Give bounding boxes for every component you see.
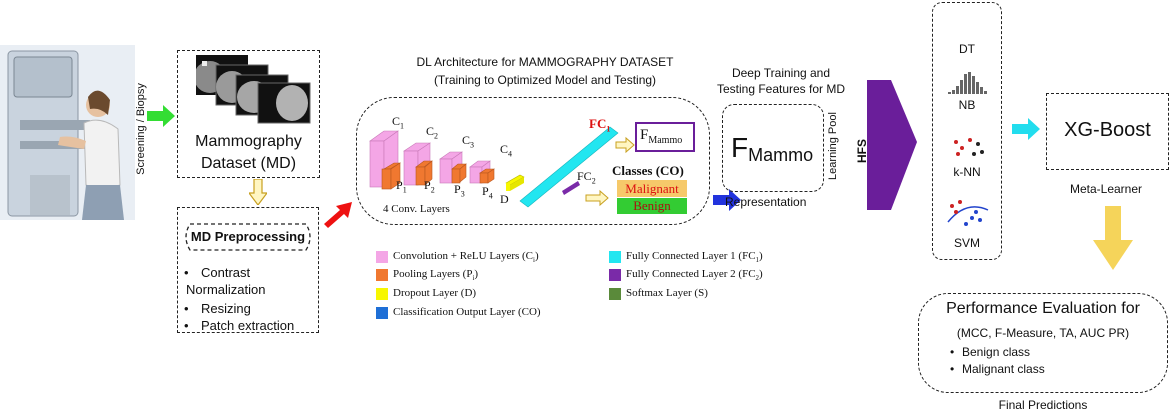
preprocessing-box <box>177 207 319 333</box>
conv-label-2: C2 <box>426 124 439 141</box>
screening-biopsy-label: Screening / Biopsy <box>135 83 147 175</box>
legend-swatch-dropout <box>376 288 388 300</box>
class-benign: Benign <box>617 198 687 214</box>
features-box <box>722 104 824 192</box>
legend-swatch-conv <box>376 251 388 263</box>
legend-pool: Pooling Layers (Pi) <box>393 268 479 283</box>
cnn-layers-diagram <box>369 126 635 208</box>
xgboost-label: XG-Boost <box>1064 119 1151 141</box>
conv-label-1: C1 <box>392 114 405 131</box>
preprocessing-item-2: Normalization <box>186 282 266 297</box>
legend-conv: Convolution + ReLU Layers (Ci) <box>393 250 539 265</box>
features-representation: Representation <box>725 195 807 209</box>
evaluation-item-1: Benign class <box>962 345 1031 359</box>
preprocessing-title: MD Preprocessing <box>190 229 306 244</box>
fmammo-box-label: FMammo <box>640 127 683 146</box>
pool-label-3: P3 <box>454 182 465 199</box>
cyan-arrow-icon <box>1012 118 1040 140</box>
down-arrow-icon <box>249 179 267 205</box>
pool-label-1: P1 <box>396 178 407 195</box>
legend-swatch-fc2 <box>609 269 621 281</box>
class-malignant: Malignant <box>617 180 687 197</box>
legend-swatch-fc1 <box>609 251 621 263</box>
fc1-label: FC1 <box>589 116 611 134</box>
green-arrow-icon <box>147 105 175 127</box>
xgboost-caption: Meta-Learner <box>1069 182 1143 196</box>
conv-label-4: C4 <box>500 142 513 159</box>
legend-swatch-softmax <box>609 288 621 300</box>
preprocessing-title-scroll <box>185 223 311 251</box>
classes-title: Classes (CO) <box>612 163 684 178</box>
fc2-label: FC2 <box>577 169 596 186</box>
evaluation-caption: Final Predictions <box>998 398 1088 412</box>
features-learning-pool: Learning Pool <box>827 112 839 180</box>
evaluation-box <box>918 293 1168 393</box>
mammography-dataset-box: Mammography Dataset (MD) <box>177 50 320 178</box>
nb-histogram-icon <box>948 72 987 94</box>
features-title-line1: Deep Training and <box>731 66 831 80</box>
red-arrow-icon <box>324 202 352 228</box>
evaluation-bullet-2: • <box>950 362 955 376</box>
legend-swatch-pool <box>376 269 388 281</box>
dataset-title-line1: Mammography <box>195 133 302 150</box>
dataset-title-line2: Dataset (MD) <box>200 155 297 172</box>
legend-dropout: Dropout Layer (D) <box>393 287 477 299</box>
evaluation-metrics: (MCC, F-Measure, TA, AUC PR) <box>956 326 1130 340</box>
preprocessing-bullet-1: • <box>184 265 189 280</box>
blue-arrow-icon <box>713 189 741 211</box>
classifier-nb: NB <box>958 98 976 112</box>
xgboost-box <box>1046 93 1169 170</box>
yellow-down-arrow-icon <box>1093 206 1133 270</box>
evaluation-title: Performance Evaluation for <box>946 300 1140 317</box>
preprocessing-item-3: Resizing <box>201 301 251 316</box>
mammogram-images <box>196 55 311 124</box>
knn-scatter-icon <box>954 138 984 156</box>
hfs-label: HFS <box>855 139 869 163</box>
conv-layers-caption: 4 Conv. Layers <box>383 203 450 215</box>
legend-output: Classification Output Layer (CO) <box>393 306 541 318</box>
classifier-svm: SVM <box>953 236 980 250</box>
dl-architecture-box <box>356 97 710 225</box>
dl-title-line2: (Training to Optimized Model and Testing… <box>433 73 657 87</box>
hfs-block <box>867 80 917 210</box>
legend-fc1: Fully Connected Layer 1 (FC1) <box>626 250 763 265</box>
dl-title-line1: DL Architecture for MAMMOGRAPHY DATASET <box>416 55 674 69</box>
classifier-dt: DT <box>959 42 975 56</box>
dropout-label: D <box>500 192 509 206</box>
mammography-machine-illustration <box>0 45 135 220</box>
svm-scatter-icon <box>947 200 989 226</box>
conv-label-3: C3 <box>462 133 475 150</box>
preprocessing-item-1: Contrast <box>201 265 251 280</box>
evaluation-bullet-1: • <box>950 345 955 359</box>
features-main-label: FMammo <box>731 132 814 165</box>
legend-swatch-output <box>376 307 388 319</box>
legend-fc2: Fully Connected Layer 2 (FC2) <box>626 268 763 283</box>
pool-label-2: P2 <box>424 178 435 195</box>
preprocessing-item-4: Patch extraction <box>201 318 295 333</box>
classifiers-box <box>932 2 1002 260</box>
features-title-line2: Testing Features for MD <box>716 82 846 96</box>
classifier-knn: k-NN <box>953 165 981 179</box>
fmammo-box <box>635 122 695 152</box>
evaluation-item-2: Malignant class <box>962 362 1045 376</box>
legend-softmax: Softmax Layer (S) <box>626 287 708 299</box>
pool-label-4: P4 <box>482 184 493 201</box>
preprocessing-bullet-4: • <box>184 318 189 333</box>
preprocessing-bullet-3: • <box>184 301 189 316</box>
